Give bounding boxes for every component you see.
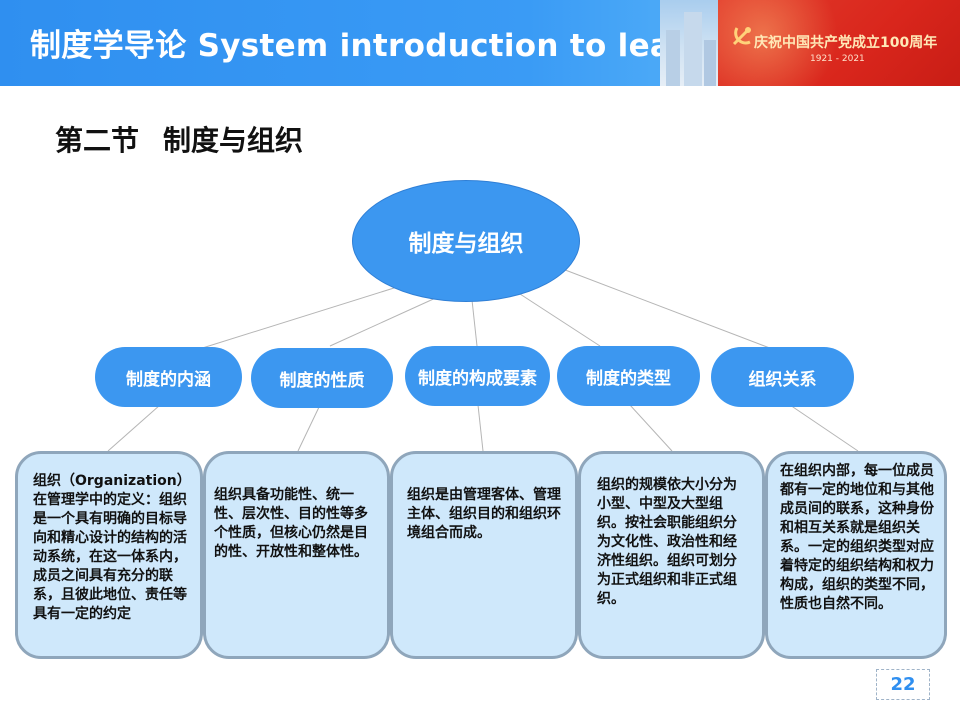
description-text-4: 组织的规模依大小分为小型、中型及大型组织。按社会职能组织分为文化性、政治性和经济…: [597, 477, 737, 607]
section-number: 第二节: [55, 124, 140, 157]
connector-root-child-5: [559, 267, 776, 351]
child-node-3: 制度的构成要素: [405, 346, 550, 406]
description-text-3: 组织是由管理客体、管理主体、组织目的和组织环境组合而成。: [407, 487, 561, 541]
description-text-1: 组织（Organization）在管理学中的定义：组织是一个具有明确的目标导向和…: [33, 473, 187, 622]
description-text-2: 组织具备功能性、统一性、层次性、目的性等多个性质，但核心仍然是目的性、开放性和整…: [214, 487, 368, 560]
description-box-4: 组织的规模依大小分为小型、中型及大型组织。按社会职能组织分为文化性、政治性和经济…: [578, 451, 765, 659]
description-box-2: 组织具备功能性、统一性、层次性、目的性等多个性质，但核心仍然是目的性、开放性和整…: [203, 451, 390, 659]
child-node-2: 制度的性质: [251, 348, 393, 408]
root-node: 制度与组织: [352, 180, 580, 302]
connector-child-box-3: [477, 404, 484, 452]
connector-root-child-4: [519, 293, 601, 347]
header-bar: 制度学导论 System introduction to learn 庆祝中国共…: [0, 0, 960, 86]
party-emblem-icon: [732, 27, 751, 46]
connector-root-child-2: [329, 295, 441, 347]
banner-years: 1921 - 2021: [810, 54, 865, 64]
section-topic: 制度与组织: [163, 124, 304, 157]
connector-child-box-5: [789, 404, 859, 452]
connector-root-child-1: [195, 282, 411, 351]
description-box-3: 组织是由管理客体、管理主体、组织目的和组织环境组合而成。: [390, 451, 578, 659]
connector-root-child-3: [471, 299, 478, 347]
child-node-5: 组织关系: [711, 347, 854, 407]
child-node-1: 制度的内涵: [95, 347, 242, 407]
section-title: 第二节制度与组织: [55, 119, 303, 159]
anniversary-banner: 庆祝中国共产党成立100周年 1921 - 2021: [718, 0, 960, 86]
banner-text: 庆祝中国共产党成立100周年: [754, 35, 938, 51]
description-box-5: 在组织内部，每一位成员都有一定的地位和与其他成员间的联系，这种身份和相互关系就是…: [765, 451, 947, 659]
description-text-5: 在组织内部，每一位成员都有一定的地位和与其他成员间的联系，这种身份和相互关系就是…: [780, 463, 934, 612]
child-node-4: 制度的类型: [557, 346, 700, 406]
city-skyline-image: [660, 0, 718, 86]
header-title: 制度学导论 System introduction to learn: [30, 28, 710, 64]
connector-child-box-4: [629, 404, 673, 452]
connector-child-box-1: [107, 404, 161, 452]
connector-child-box-2: [297, 404, 321, 452]
page-number: 22: [876, 669, 930, 700]
description-box-1: 组织（Organization）在管理学中的定义：组织是一个具有明确的目标导向和…: [15, 451, 203, 659]
